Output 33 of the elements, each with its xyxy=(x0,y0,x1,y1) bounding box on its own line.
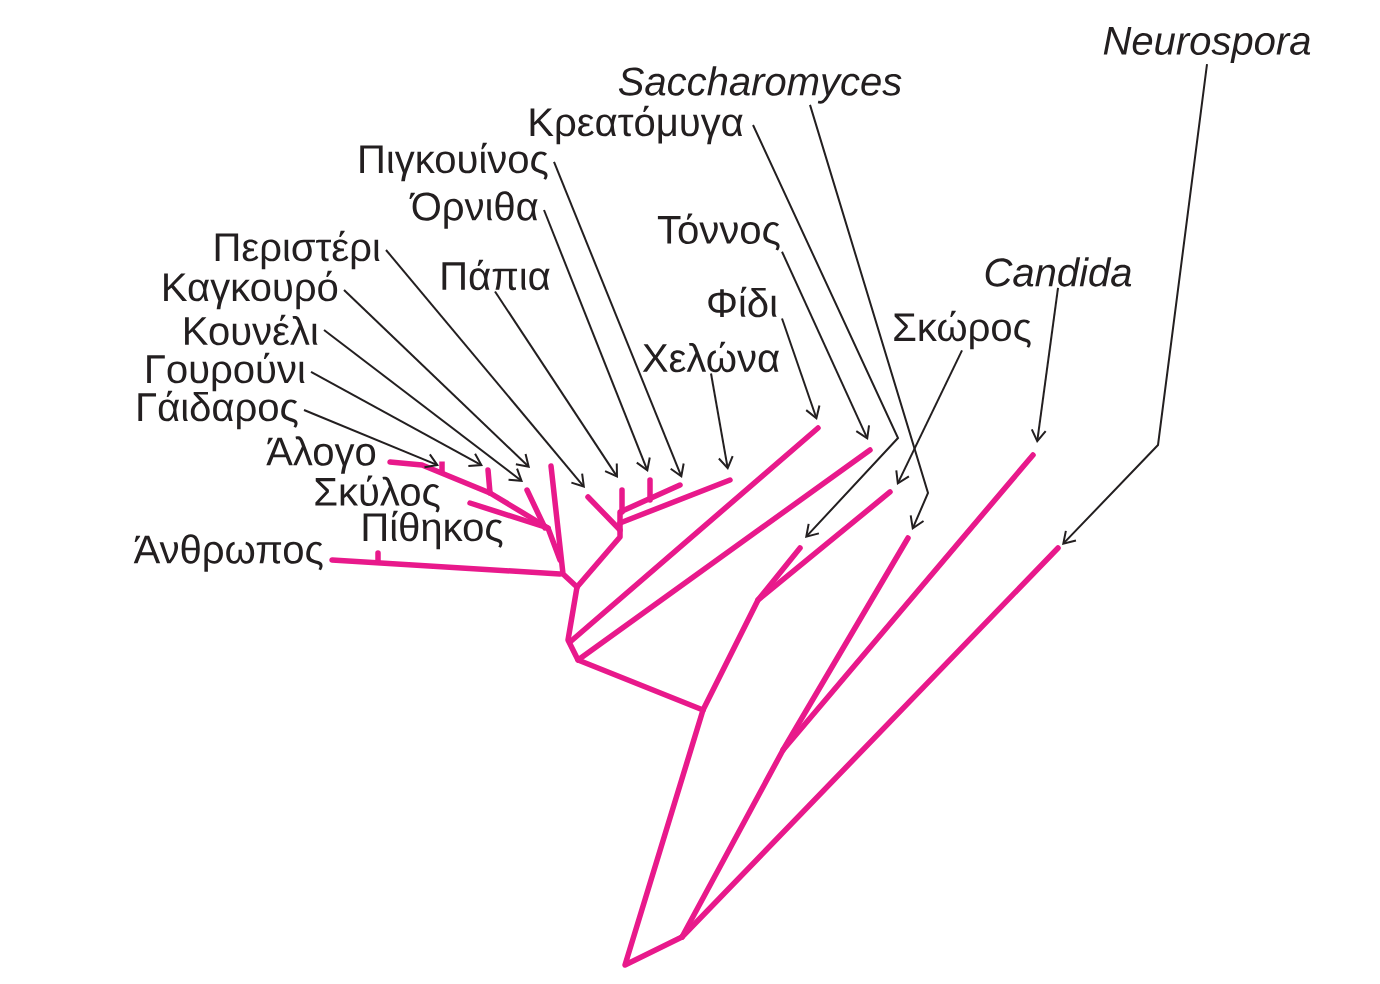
leader-line xyxy=(310,371,483,467)
taxon-label: Κουνέλι xyxy=(185,314,318,346)
taxon-label: Τόννος xyxy=(657,213,780,251)
taxon-label: Γάιδαρος xyxy=(138,390,298,430)
leader-line xyxy=(343,289,530,468)
branch-tick xyxy=(439,461,445,473)
taxon-label: Saccharomyces xyxy=(618,66,902,104)
taxon-label: Σκώρος xyxy=(894,310,1031,350)
taxon-label: Πάπια xyxy=(442,259,550,291)
taxon-label: Candida xyxy=(985,257,1132,287)
taxon-label: Φίδι xyxy=(708,286,777,318)
taxon-label: Χελώνα xyxy=(642,341,779,373)
leader-line xyxy=(710,372,734,470)
leader-line xyxy=(543,209,651,472)
taxon-label: Περιστέρι xyxy=(215,230,380,270)
leader-line xyxy=(752,124,900,538)
leader-line xyxy=(553,161,685,478)
leader-line xyxy=(385,249,585,488)
taxon-label: Άλογο xyxy=(266,436,376,474)
leader-line xyxy=(303,409,440,469)
leader-line xyxy=(895,349,963,485)
leader-line xyxy=(781,250,871,440)
leader-line xyxy=(1030,286,1059,443)
leader-line xyxy=(494,290,618,478)
taxon-label: Γουρούνι xyxy=(147,352,305,392)
leader-line xyxy=(781,317,821,420)
leader-line xyxy=(323,329,523,482)
taxon-label: Neurospora xyxy=(1103,27,1311,63)
leader-line xyxy=(809,103,930,530)
taxon-label: Όρνιθα xyxy=(409,191,538,229)
taxon-label: Καγκουρό xyxy=(164,270,338,310)
taxon-label: Άνθρωπος xyxy=(133,534,323,572)
leader-line xyxy=(1062,63,1208,545)
